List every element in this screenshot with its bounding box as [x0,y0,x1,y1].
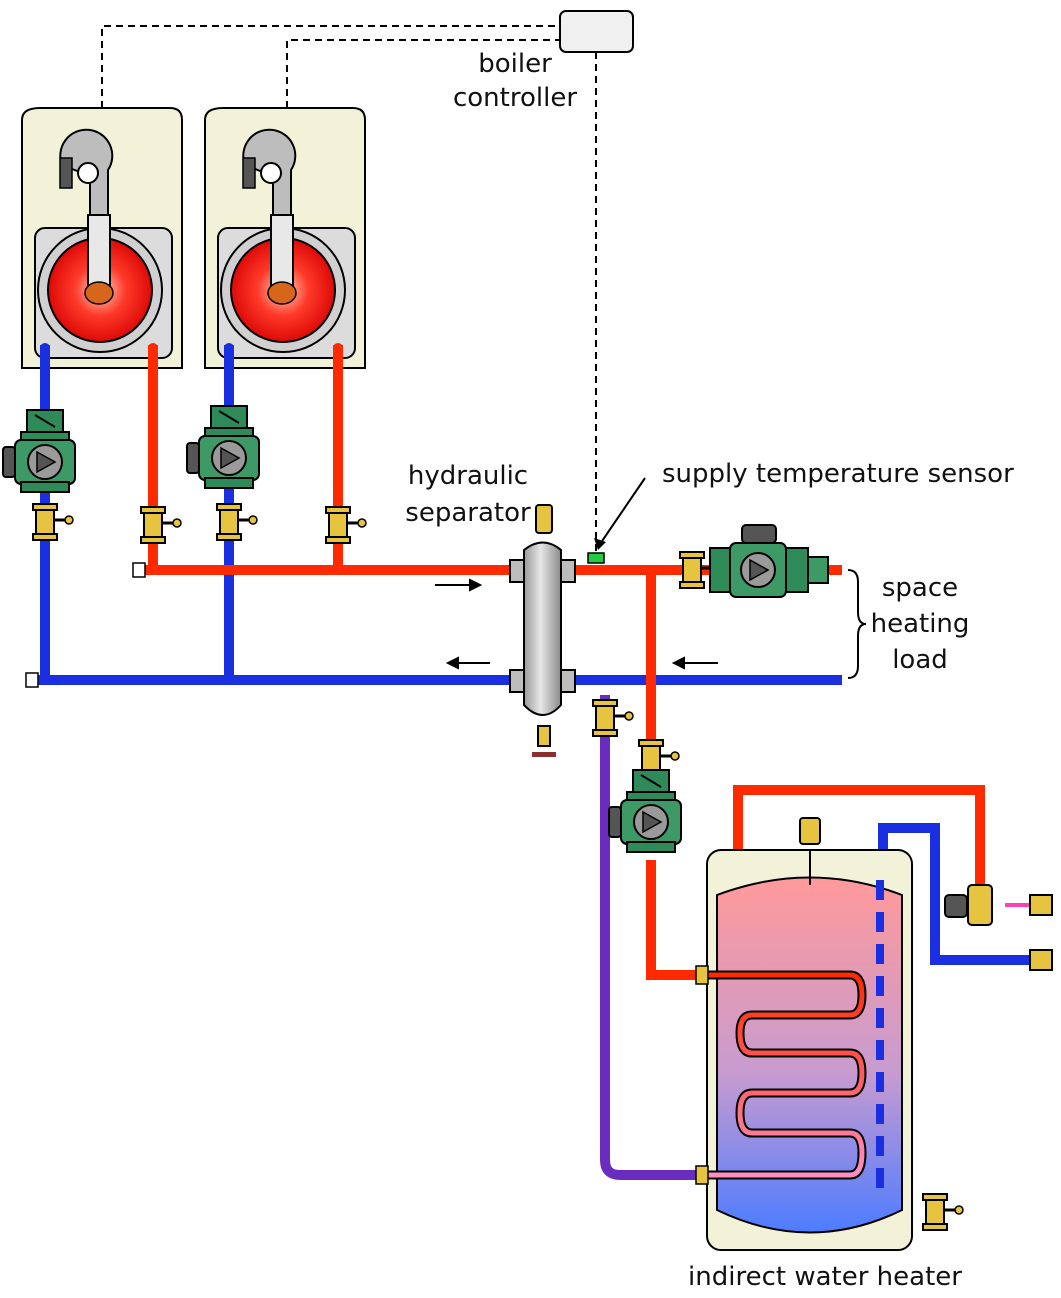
sensor-label: supply temperature sensor [662,459,1014,489]
controller-label-line2: controller [453,83,577,113]
boiler-valve-left-return [139,505,183,545]
supply-temperature-sensor [587,552,605,564]
boiler-valve-right-supply [215,502,259,542]
dhw-circuit-pump [608,769,682,853]
load-label-line3: load [892,645,948,675]
mixing-valve [944,884,1053,971]
boiler-right [204,107,366,369]
load-label-line1: space [882,573,958,603]
dhw-return-pipe [600,695,700,1180]
indirect-water-heater [695,817,965,1251]
boiler-pump-right [186,405,260,489]
sensor-leader-line [597,477,646,548]
heater-label: indirect water heater [688,1262,962,1292]
dhw-return-valve [591,698,635,738]
hydraulic-separator [509,504,576,757]
load-label-line2: heating [871,609,970,639]
load-brace [847,569,867,679]
flow-arrows [435,578,718,670]
boiler-valve-left-supply [31,502,75,542]
boiler-left [21,107,183,369]
separator-label-line1: hydraulic [408,461,528,491]
boiler-controller-box [559,10,634,53]
controller-label-line1: boiler [478,49,552,79]
boiler-pump-left [2,409,76,493]
boiler-valve-right-return [324,505,368,545]
control-wiring [101,25,597,555]
separator-label-line2: separator [405,498,531,528]
load-pump [678,524,829,598]
